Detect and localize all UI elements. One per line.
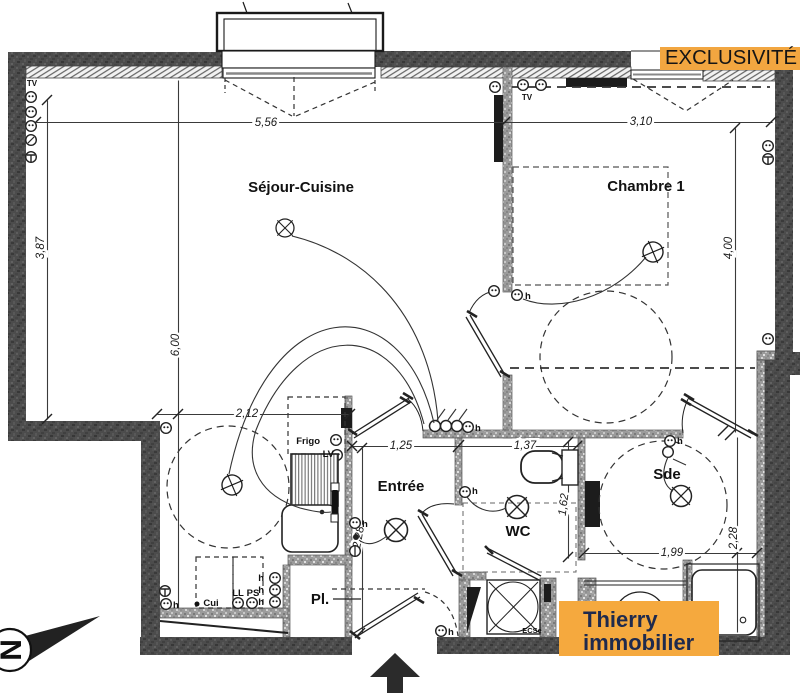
svg-text:h: h — [362, 519, 368, 530]
svg-text:PS: PS — [247, 588, 260, 599]
svg-text:h: h — [258, 585, 264, 596]
svg-text:ECSe: ECSe — [522, 626, 542, 635]
svg-text:6,00: 6,00 — [170, 333, 182, 356]
svg-text:h: h — [258, 573, 264, 584]
svg-text:EXCLUSIVITÉ: EXCLUSIVITÉ — [665, 46, 797, 69]
svg-text:Sde: Sde — [653, 466, 681, 483]
svg-text:TV: TV — [522, 93, 533, 102]
svg-text:1,62: 1,62 — [557, 492, 572, 516]
svg-text:LV: LV — [323, 449, 335, 460]
svg-text:h: h — [677, 436, 683, 447]
svg-text:Entrée: Entrée — [378, 478, 425, 495]
svg-text:Chambre 1: Chambre 1 — [607, 178, 685, 195]
svg-text:1,37: 1,37 — [514, 440, 537, 452]
svg-text:Frigo: Frigo — [296, 436, 320, 447]
svg-text:4,00: 4,00 — [723, 236, 735, 259]
svg-text:5,56: 5,56 — [255, 117, 278, 129]
svg-text:h: h — [173, 600, 179, 611]
svg-text:WC: WC — [506, 523, 531, 540]
svg-text:h: h — [475, 423, 481, 434]
svg-text:h: h — [258, 597, 264, 608]
svg-text:2,28: 2,28 — [728, 526, 740, 550]
svg-text:Cui: Cui — [203, 598, 218, 609]
svg-text:h: h — [525, 291, 531, 302]
svg-text:N: N — [0, 639, 27, 661]
svg-text:3,87: 3,87 — [35, 236, 47, 259]
svg-text:TV: TV — [27, 79, 38, 88]
svg-text:immobilier: immobilier — [583, 630, 695, 655]
svg-text:Séjour-Cuisine: Séjour-Cuisine — [248, 179, 354, 196]
svg-text:Pl.: Pl. — [311, 591, 329, 608]
svg-text:1,25: 1,25 — [390, 440, 413, 452]
svg-text:Thierry: Thierry — [583, 607, 658, 632]
svg-text:LL: LL — [232, 588, 244, 599]
svg-text:h: h — [448, 627, 454, 638]
svg-text:1,99: 1,99 — [661, 547, 684, 559]
svg-text:3,10: 3,10 — [630, 116, 653, 128]
svg-text:h: h — [472, 486, 478, 497]
